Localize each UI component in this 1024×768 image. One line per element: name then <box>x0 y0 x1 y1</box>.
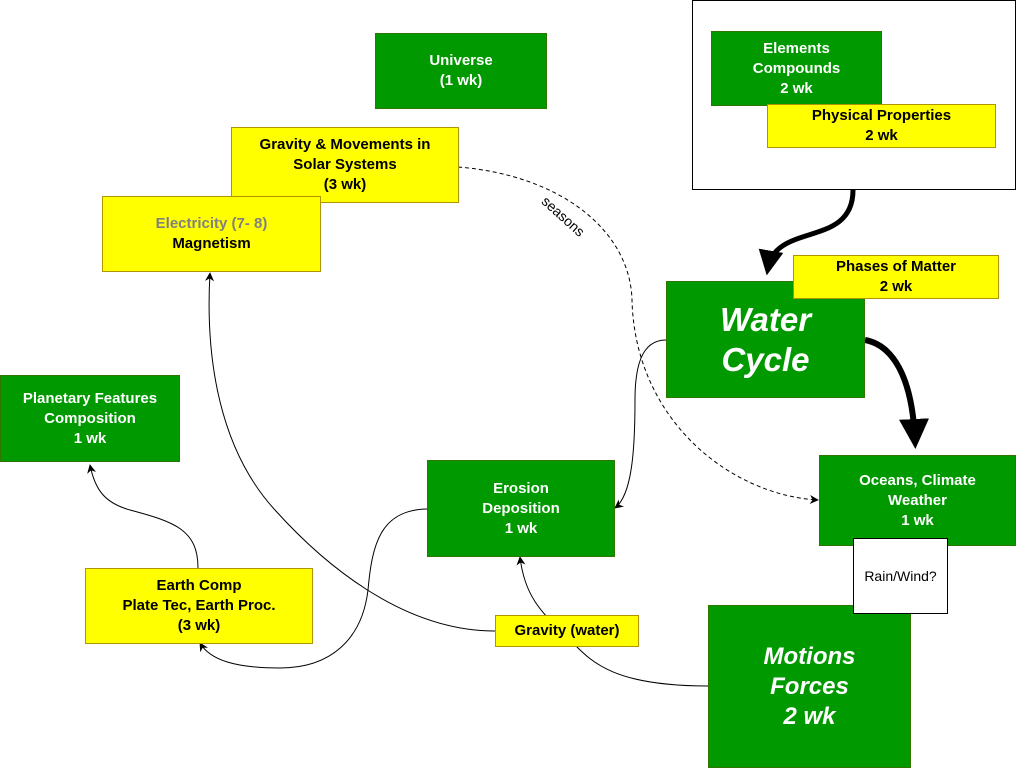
arrow-elements-to-water-cycle <box>758 189 856 276</box>
gravity-water-node: Gravity (water) <box>495 615 639 647</box>
electricity-magnetism-node: Electricity (7- 8) Magnetism <box>102 196 321 272</box>
rain-wind-note: Rain/Wind? <box>853 538 948 614</box>
phases-of-matter-node: Phases of Matter 2 wk <box>793 255 999 299</box>
elements-compounds-node: Elements Compounds 2 wk <box>711 31 882 106</box>
oceans-climate-label: Oceans, Climate <box>859 471 976 489</box>
elements-label: Elements <box>763 39 830 57</box>
arrow-seasons-dashed <box>457 166 819 505</box>
physical-properties-duration: 2 wk <box>865 127 898 144</box>
weather-label: Weather <box>888 491 947 509</box>
motions-forces-node: Motions Forces 2 wk <box>708 605 911 768</box>
gravity-water-label: Gravity (water) <box>514 622 620 639</box>
arrow-water-cycle-to-oceans <box>864 337 930 449</box>
planetary-features-label: Planetary Features <box>22 389 158 407</box>
phases-of-matter-label: Phases of Matter <box>835 258 957 275</box>
arrow-gravity-water-to-magnetism <box>205 272 496 632</box>
erosion-label: Erosion <box>493 479 549 497</box>
planetary-duration: 1 wk <box>73 429 107 447</box>
compounds-label: Compounds <box>752 59 841 77</box>
forces-label: Forces <box>770 672 849 700</box>
motions-label: Motions <box>763 642 856 670</box>
gravity-solar-line-1: Gravity & Movements in <box>259 136 431 153</box>
deposition-label: Deposition <box>482 499 560 517</box>
motions-duration: 2 wk <box>783 702 836 730</box>
gravity-solar-node: Gravity & Movements in Solar Systems (3 … <box>231 127 459 203</box>
arrow-water-cycle-to-erosion <box>614 339 667 509</box>
erosion-duration: 1 wk <box>504 519 538 537</box>
physical-properties-label: Physical Properties <box>811 107 952 124</box>
earth-comp-duration: (3 wk) <box>177 617 221 634</box>
seasons-label: seasons <box>539 193 588 240</box>
oceans-climate-weather-node: Oceans, Climate Weather 1 wk <box>819 455 1016 546</box>
rain-wind-label: Rain/Wind? <box>864 568 937 584</box>
arrow-erosion-to-earth-comp <box>199 508 428 669</box>
universe-node: Universe (1 wk) <box>375 33 547 109</box>
planetary-features-node: Planetary Features Composition 1 wk <box>0 375 180 462</box>
composition-label: Composition <box>44 409 136 427</box>
arrow-earth-comp-to-planetary <box>87 464 199 569</box>
universe-duration: (1 wk) <box>439 72 483 89</box>
elements-duration: 2 wk <box>780 79 813 97</box>
earth-comp-label: Earth Comp <box>156 577 242 594</box>
water-cycle-node: Water Cycle <box>666 281 865 398</box>
oceans-duration: 1 wk <box>901 511 934 529</box>
gravity-solar-line-2: Solar Systems <box>293 156 397 173</box>
physical-properties-node: Physical Properties 2 wk <box>767 104 996 148</box>
water-cycle-line-1: Water <box>719 300 812 338</box>
phases-of-matter-duration: 2 wk <box>879 278 913 295</box>
universe-label: Universe <box>429 52 493 69</box>
electricity-label: Electricity (7- 8) <box>155 215 268 232</box>
earth-comp-node: Earth Comp Plate Tec, Earth Proc. (3 wk) <box>85 568 313 644</box>
gravity-solar-duration: (3 wk) <box>323 176 367 193</box>
water-cycle-line-2: Cycle <box>721 340 810 378</box>
erosion-deposition-node: Erosion Deposition 1 wk <box>427 460 615 557</box>
plate-tec-label: Plate Tec, Earth Proc. <box>122 597 276 614</box>
magnetism-label: Magnetism <box>172 235 251 252</box>
